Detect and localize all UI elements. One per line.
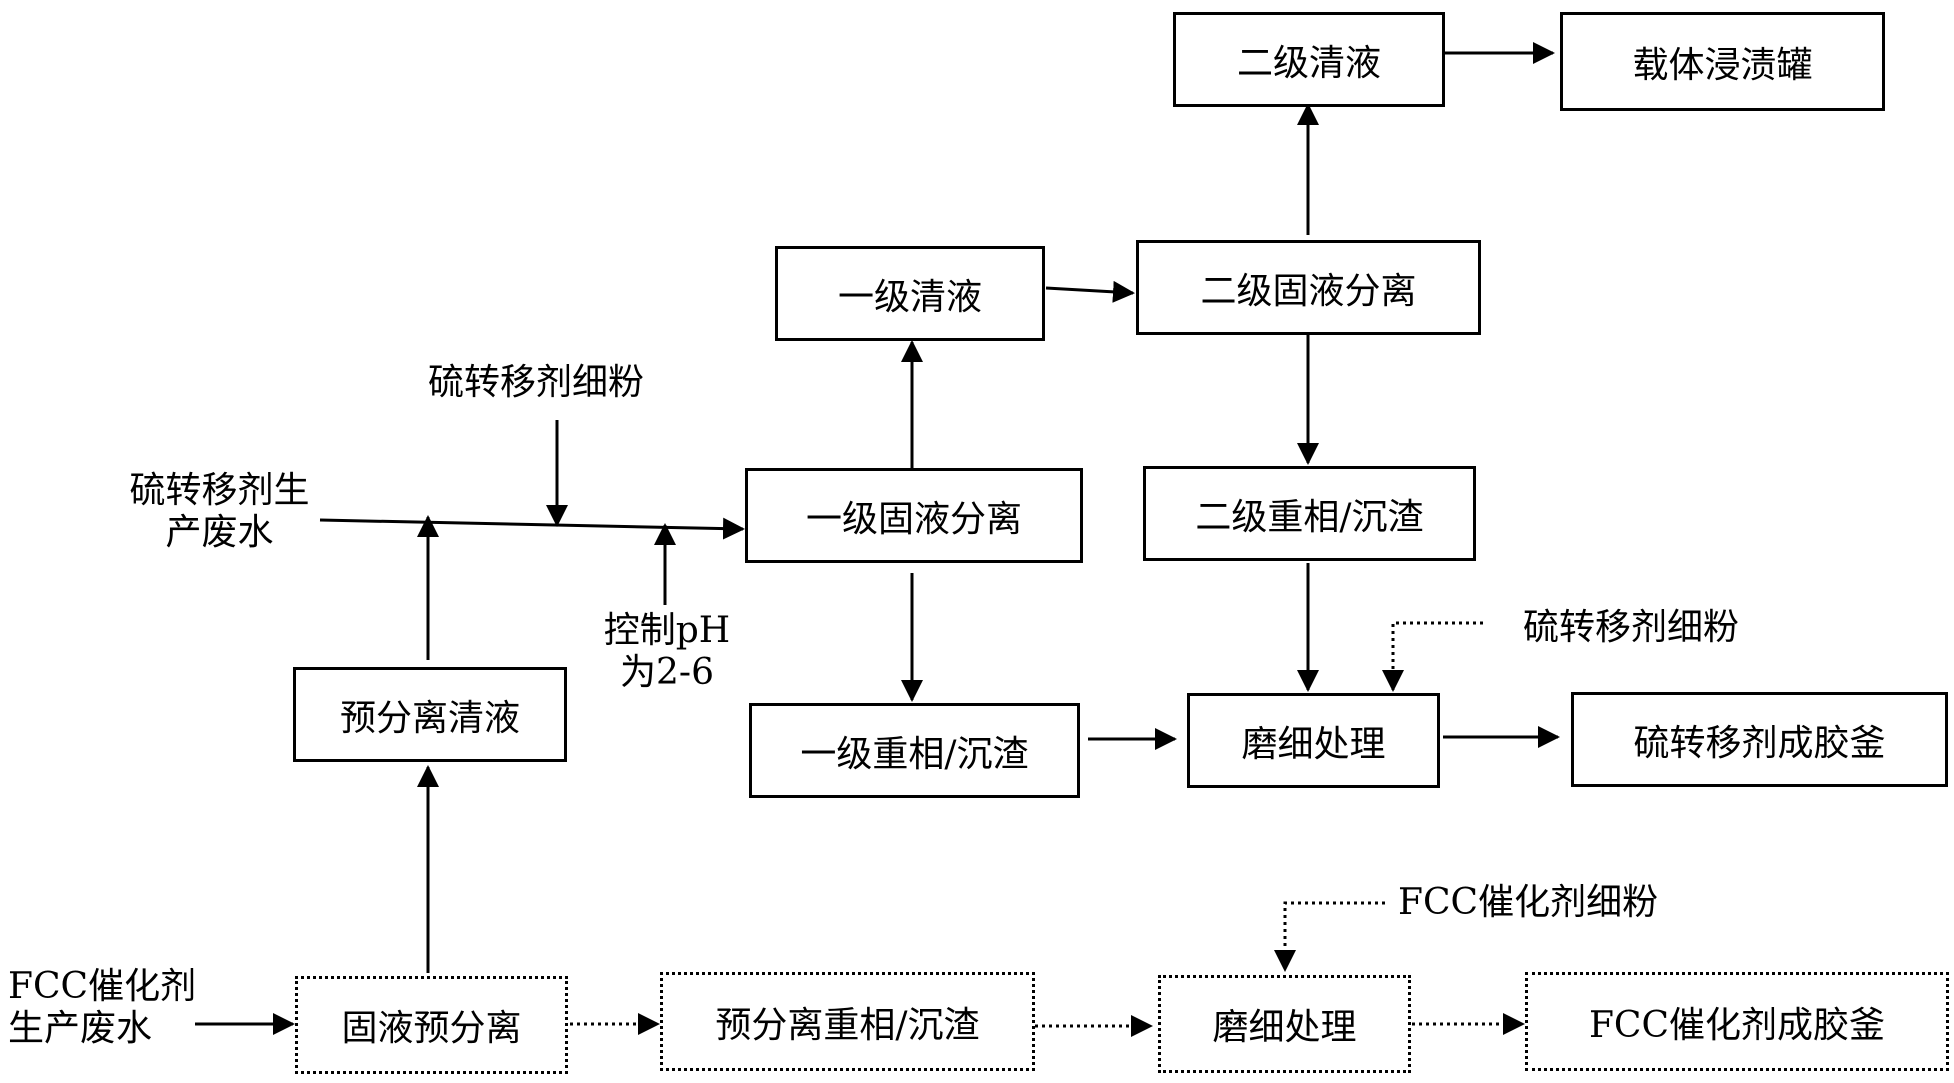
grinding-treatment-bottom-box: 磨细处理: [1158, 975, 1411, 1073]
label-line: FCC催化剂: [8, 966, 197, 1007]
solid-liquid-pre-separation-box: 固液预分离: [295, 976, 568, 1074]
arrow-clear1-to-sep2: [1045, 280, 1135, 303]
box-label: 预分离清液: [339, 697, 520, 739]
label-line: 硫转移剂生: [129, 470, 310, 511]
box-label: 二级清液: [1236, 42, 1381, 84]
primary-heavy-phase-residue-box: 一级重相/沉渣: [749, 703, 1080, 798]
box-label: 二级重相/沉渣: [1195, 496, 1424, 538]
label-line: 生产废水: [8, 1008, 153, 1049]
box-label: 一级重相/沉渣: [800, 733, 1029, 775]
sulfur-wastewater-label: 硫转移剂生 产废水: [112, 470, 327, 554]
fcc-wastewater-label: FCC催化剂 生产废水: [8, 966, 208, 1050]
label-line: 产废水: [165, 512, 274, 553]
box-label: 磨细处理: [1212, 1007, 1357, 1048]
box-label: 预分离重相/沉渣: [715, 1004, 980, 1046]
carrier-impregnation-tank-box: 载体浸渍罐: [1560, 12, 1885, 111]
primary-clear-liquid-box: 一级清液: [775, 246, 1045, 341]
box-label: 二级固液分离: [1200, 270, 1417, 312]
arrow-fcc-fines-to-grind: [1274, 901, 1385, 972]
box-label: 磨细处理: [1241, 723, 1386, 765]
sulfur-transfer-agent-gel-kettle-box: 硫转移剂成胶釜: [1571, 692, 1948, 787]
box-label: 硫转移剂成胶釜: [1633, 722, 1886, 764]
secondary-heavy-phase-residue-box: 二级重相/沉渣: [1143, 466, 1476, 561]
label-line: 为2-6: [620, 652, 714, 693]
secondary-solid-liquid-separation-box: 二级固液分离: [1136, 240, 1481, 335]
arrow-wastewater-to-sep1: [319, 517, 745, 540]
pre-separation-heavy-phase-residue-box: 预分离重相/沉渣: [660, 972, 1035, 1071]
box-label: 一级清液: [837, 276, 982, 318]
box-label: 一级固液分离: [805, 498, 1022, 540]
secondary-clear-liquid-box: 二级清液: [1173, 12, 1445, 107]
box-label: 固液预分离: [341, 1008, 522, 1049]
arrow-sulfur-fines-to-grind: [1382, 621, 1483, 692]
grinding-treatment-top-box: 磨细处理: [1187, 693, 1440, 788]
ph-control-label: 控制pH 为2-6: [582, 610, 752, 694]
primary-solid-liquid-separation-box: 一级固液分离: [745, 468, 1083, 563]
box-label: 载体浸渍罐: [1632, 44, 1813, 86]
sulfur-fines-right-label: 硫转移剂细粉: [1523, 607, 1740, 648]
box-label: FCC催化剂成胶釜: [1588, 1004, 1886, 1046]
fcc-fines-label: FCC催化剂细粉: [1398, 882, 1659, 923]
sulfur-fines-top-label: 硫转移剂细粉: [428, 362, 645, 403]
fcc-catalyst-gel-kettle-box: FCC催化剂成胶釜: [1525, 972, 1949, 1071]
label-line: 控制pH: [603, 610, 731, 651]
pre-separation-clear-liquid-box: 预分离清液: [293, 667, 567, 762]
